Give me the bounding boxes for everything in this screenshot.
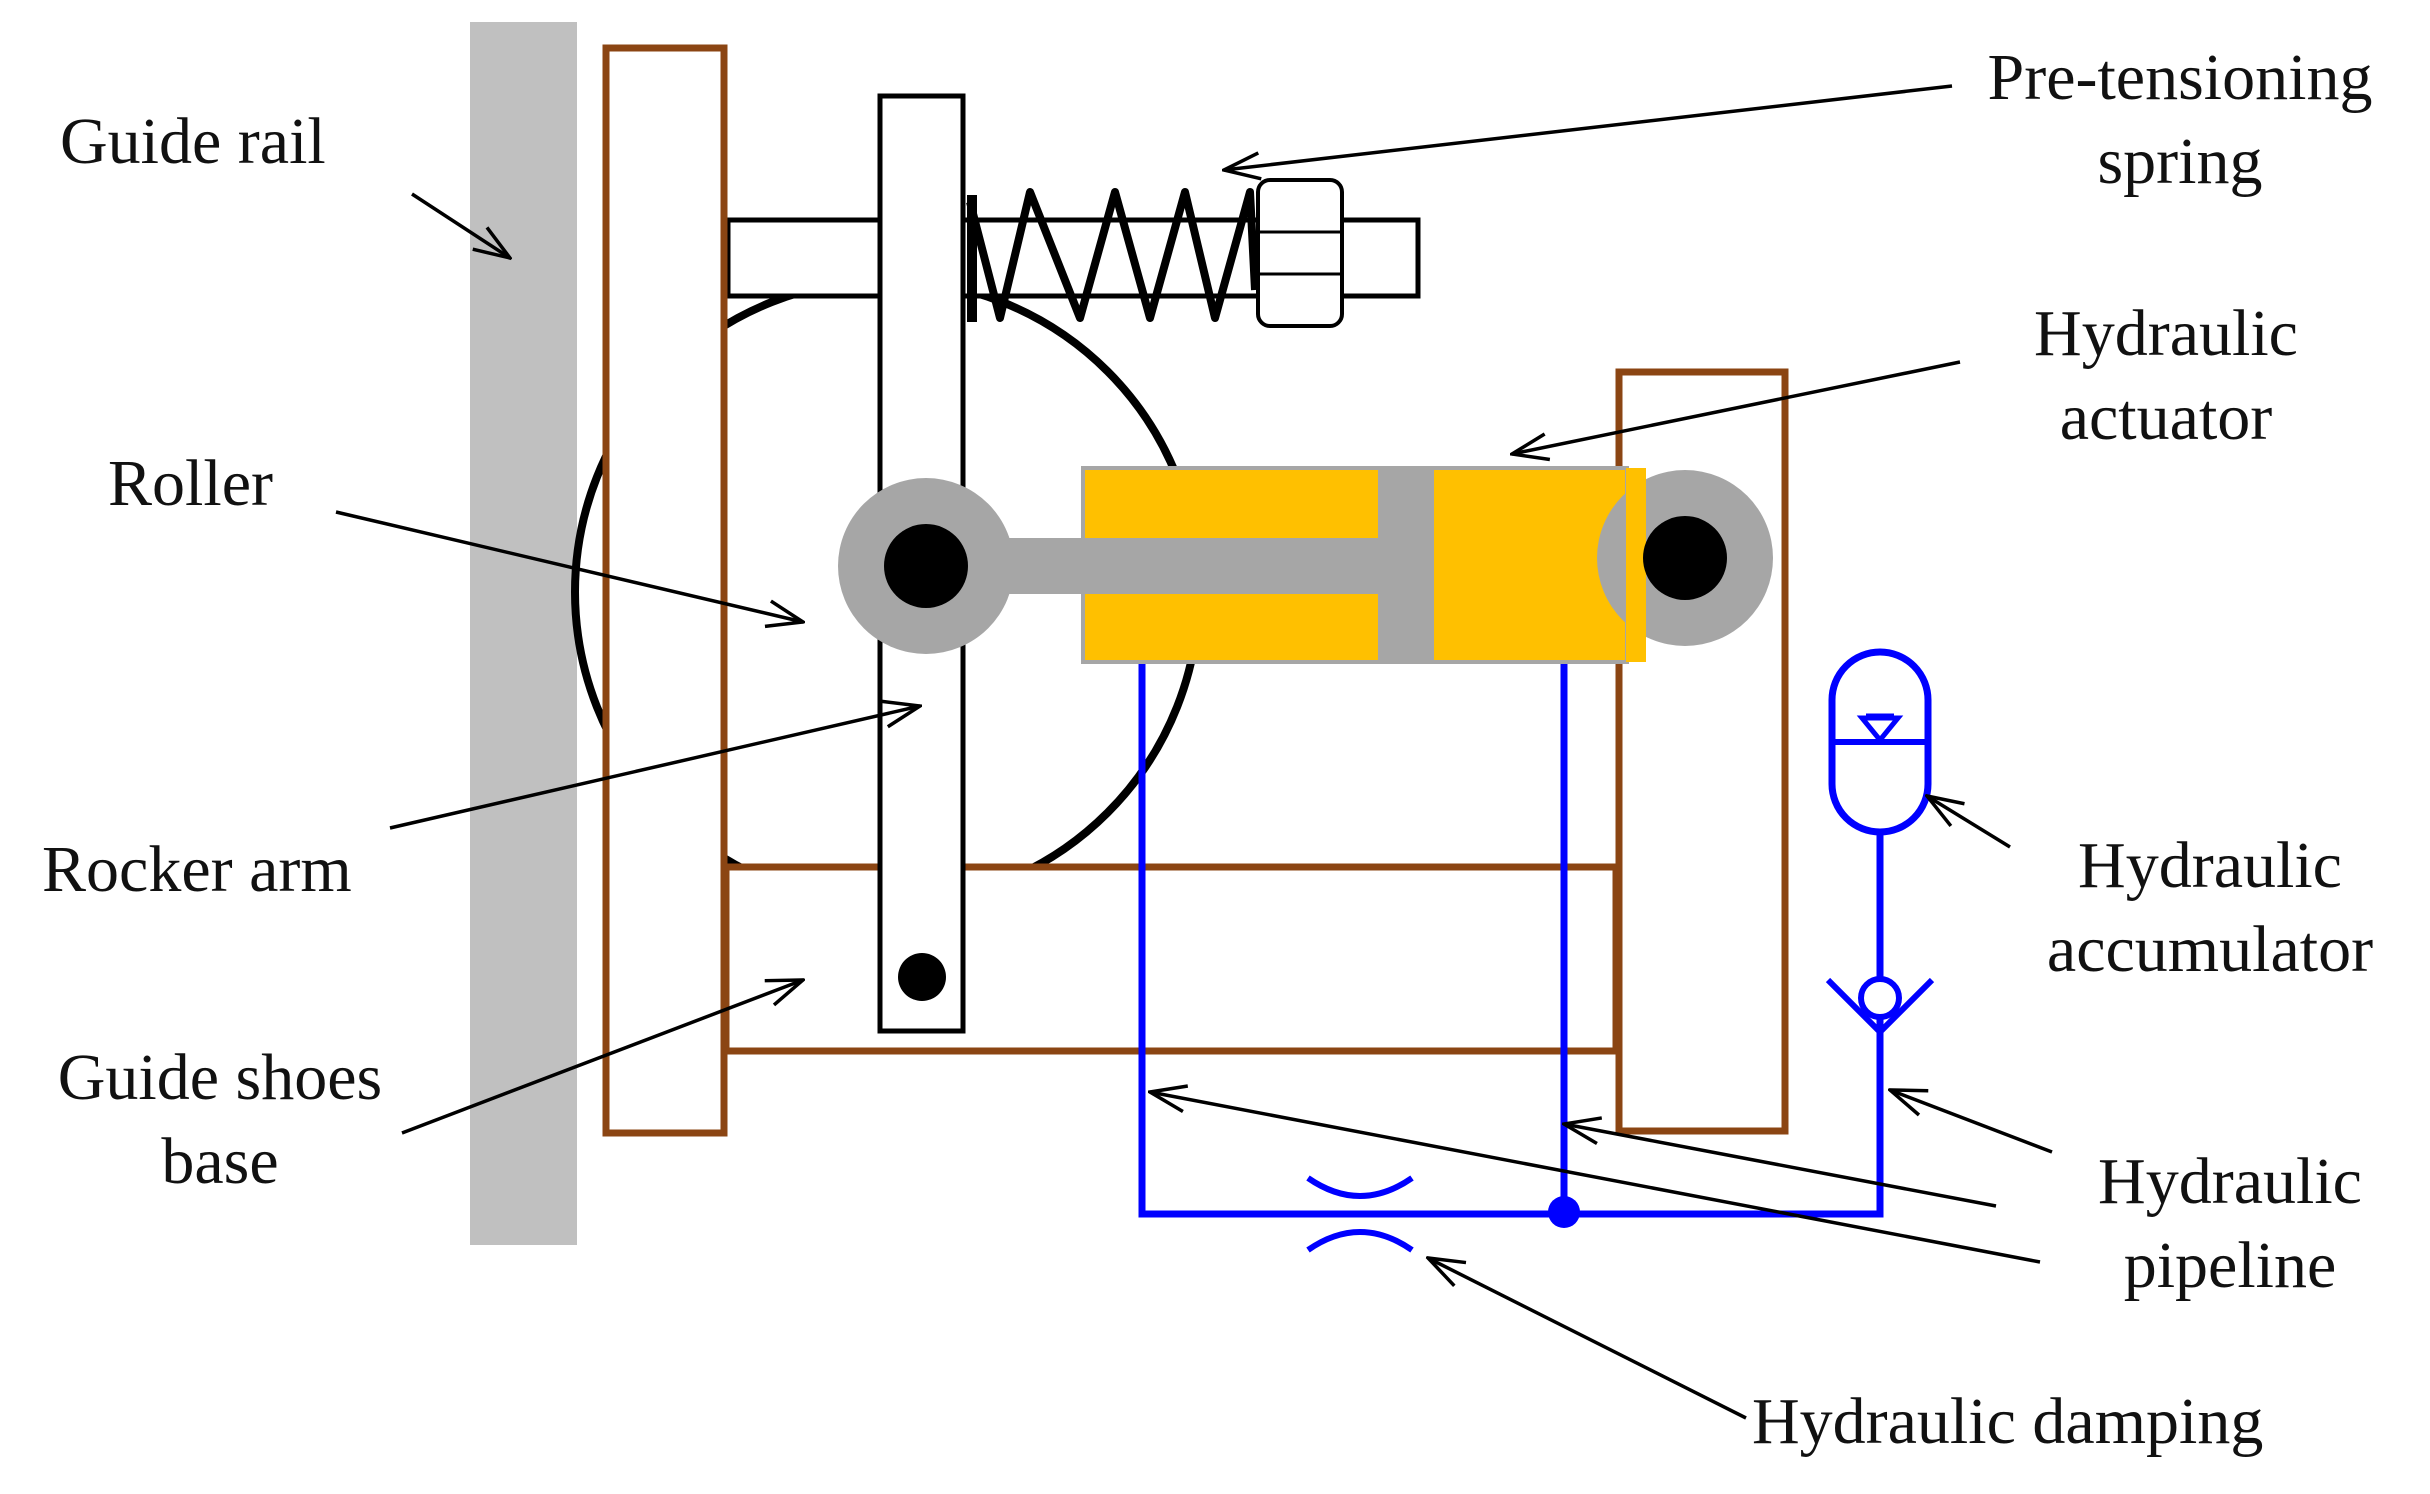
pre-tensioning-spring <box>966 188 1259 322</box>
label-hydraulic-accumulator: Hydraulic accumulator <box>2010 824 2410 992</box>
arrow-hydraulic-actuator <box>1512 360 1961 454</box>
hex-nut <box>1256 178 1344 328</box>
guide-rail <box>470 22 577 1245</box>
hydraulic-accumulator <box>1828 648 1932 836</box>
arrow-guide-shoes-base <box>401 980 803 1135</box>
label-rocker-arm: Rocker arm <box>42 833 352 906</box>
label-hydraulic-actuator: Hydraulic actuator <box>1986 292 2346 460</box>
label-hydraulic-damping: Hydraulic damping <box>1752 1385 2264 1458</box>
arrow-hydraulic-pipeline-2 <box>1564 1124 1997 1208</box>
label-pre-tensioning-spring: Pre-tensioning spring <box>1950 36 2410 204</box>
label-hydraulic-actuator-line2: actuator <box>2059 381 2273 454</box>
hydraulic-damping <box>1306 1175 1414 1253</box>
arrow-hydraulic-damping <box>1428 1258 1747 1420</box>
leader-arrows <box>335 84 2053 1420</box>
guide-shoes-base-frame <box>722 863 1620 1055</box>
rocker-arm-pivot <box>898 953 946 1001</box>
label-hydraulic-pipeline-line2: pipeline <box>2123 1229 2337 1302</box>
label-pre-tensioning-spring-line2: spring <box>2097 125 2263 198</box>
arrow-pre-tensioning-spring <box>1224 84 1953 170</box>
label-hydraulic-pipeline-line1: Hydraulic <box>2098 1145 2362 1218</box>
label-pre-tensioning-spring-line1: Pre-tensioning <box>1987 41 2373 114</box>
label-hydraulic-pipeline: Hydraulic pipeline <box>2050 1140 2410 1308</box>
hydraulic-actuator <box>838 466 1773 664</box>
arrow-rocker-arm <box>389 706 920 830</box>
label-roller: Roller <box>108 447 273 520</box>
arrow-hydraulic-accumulator <box>1927 796 2011 849</box>
label-hydraulic-accumulator-line2: accumulator <box>2046 913 2374 986</box>
label-guide-shoes-base-line1: Guide shoes <box>57 1041 383 1114</box>
arrow-hydraulic-pipeline-3 <box>1150 1092 2041 1264</box>
arrow-roller <box>335 510 803 622</box>
label-guide-shoes-base-line2: base <box>161 1125 279 1198</box>
check-valve <box>1825 976 1935 1035</box>
label-hydraulic-accumulator-line1: Hydraulic <box>2078 829 2342 902</box>
label-hydraulic-actuator-line1: Hydraulic <box>2034 297 2298 370</box>
label-guide-rail: Guide rail <box>60 105 326 178</box>
arrow-guide-rail <box>411 192 510 258</box>
label-guide-shoes-base: Guide shoes base <box>20 1036 420 1204</box>
pipeline-junction <box>1548 1196 1580 1228</box>
arrow-hydraulic-pipeline-1 <box>1890 1090 2053 1154</box>
